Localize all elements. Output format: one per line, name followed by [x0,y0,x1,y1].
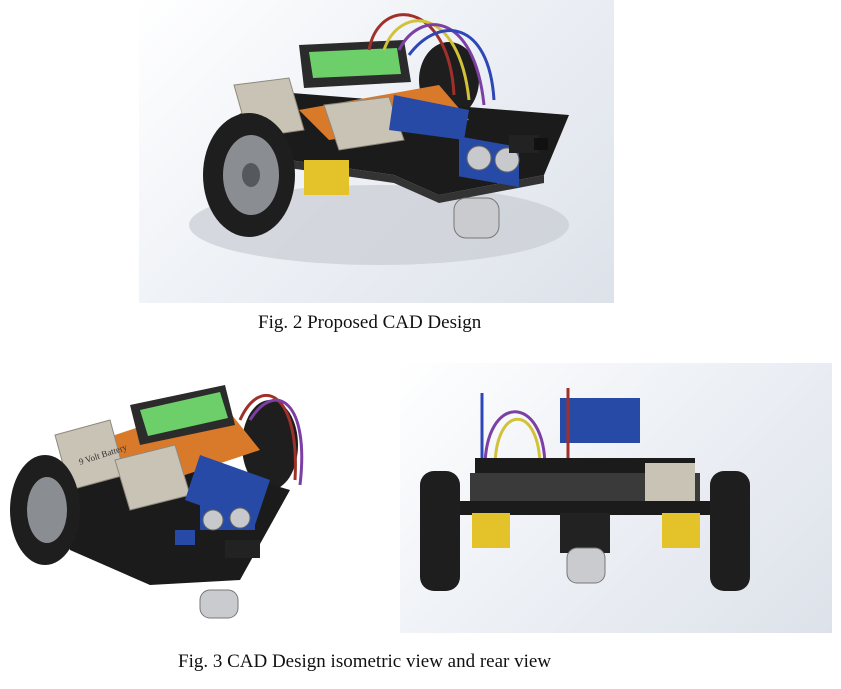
arduino-board [389,95,469,140]
left-wheel [420,471,460,591]
wire-yellow [493,417,542,469]
robot-car-perspective-render [189,13,569,265]
lcd-screen [309,48,401,78]
figure-3-isometric-view: 9 Volt Battery [0,380,322,620]
ultrasonic-eye-right [229,507,251,529]
camera-body [225,540,260,558]
ultrasonic-eye-left [202,509,224,531]
wire-purple [248,398,304,486]
ultrasonic-board [560,398,640,443]
wire-blue [407,29,496,101]
caster-wheel [566,547,606,584]
right-motor [662,513,700,548]
camera-body [509,135,539,153]
figure-3-rear-view [400,363,832,633]
left-motor [472,513,510,548]
front-hub [242,163,260,187]
wire-purple [397,23,486,106]
caster-mount [560,513,610,553]
rear-wheel [242,400,298,490]
wire-yellow [382,19,471,101]
chassis-plate [460,501,715,515]
chassis-edge [289,160,544,203]
ir-sensor [175,530,195,545]
right-wheel [710,471,750,591]
robot-car-isometric-render: 9 Volt Battery [10,385,304,619]
lcd-screen [140,392,228,436]
caster-wheel [453,197,500,239]
camera-lens [534,138,548,150]
top-deck [475,458,695,473]
caster-wheel [199,589,239,619]
drive-motor [304,160,349,195]
figure-2-cad-render [139,0,614,303]
figure-3-caption: Fig. 3 CAD Design isometric view and rea… [178,651,552,672]
ultrasonic-eye-right [494,147,520,173]
front-rim [27,477,67,543]
wire-purple [483,410,547,469]
ultrasonic-eye-left [466,145,492,171]
battery-right [323,96,405,151]
robot-car-rear-render [420,388,750,591]
figure-2-caption: Fig. 2 Proposed CAD Design [258,312,482,333]
battery [645,463,695,503]
wire-red [367,13,456,96]
